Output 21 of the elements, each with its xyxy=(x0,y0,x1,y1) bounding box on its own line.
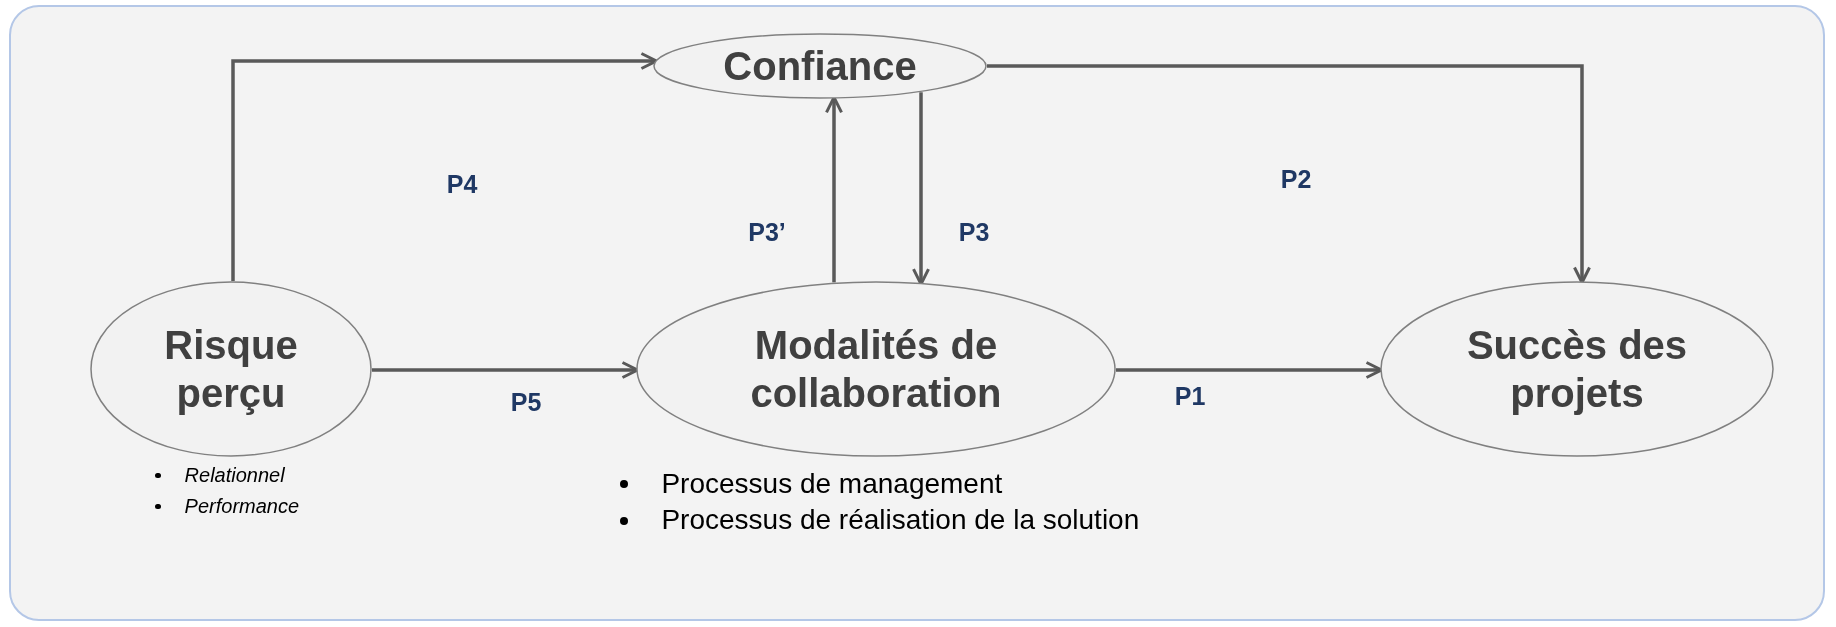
node-label: Confiance xyxy=(722,43,918,90)
edge-label: P1 xyxy=(1174,381,1206,411)
ellipse-node xyxy=(636,281,1116,457)
edge-label: P5 xyxy=(510,387,542,417)
node-label: Succès des projets xyxy=(1465,322,1689,417)
edge-label: P2 xyxy=(1280,164,1312,194)
bullet-item: Processus de réalisation de la solution xyxy=(661,503,1140,538)
edge-label: P3 xyxy=(958,217,990,247)
edge-label: P4 xyxy=(446,169,478,199)
node-label: Risque perçu xyxy=(163,322,299,417)
arrow xyxy=(912,92,930,286)
ellipse-node xyxy=(90,281,372,457)
arrow xyxy=(231,52,658,281)
edge-label: P3’ xyxy=(748,217,786,247)
ellipse-node xyxy=(653,33,987,99)
bullet-item: Performance xyxy=(184,494,300,519)
bullet-item: Relationnel xyxy=(184,463,285,488)
ellipse-node xyxy=(1380,281,1774,457)
arrow xyxy=(372,361,639,379)
node-label: Modalités de collaboration xyxy=(749,322,1003,417)
bullet-item: Processus de management xyxy=(661,467,1003,501)
